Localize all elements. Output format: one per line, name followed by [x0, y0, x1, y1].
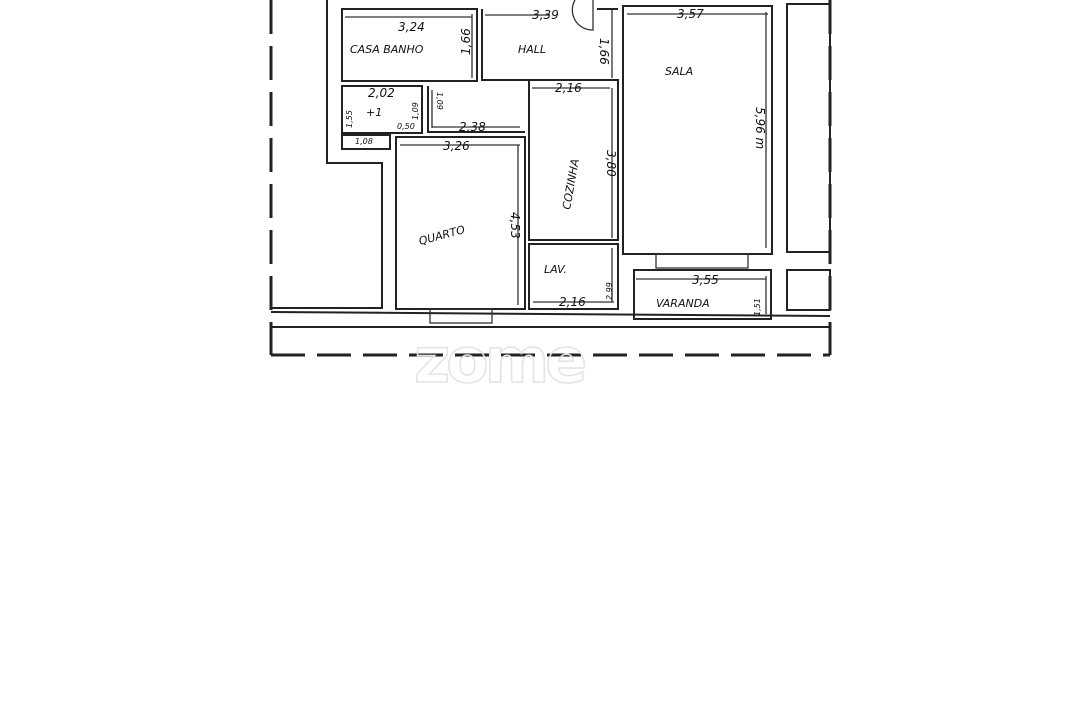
dim-hall-height: 1,66	[597, 38, 611, 65]
watermark-logo: zome	[414, 324, 585, 397]
dim-corridor-height: 1,09	[435, 92, 444, 110]
dim-wc-bottom: 1,08	[355, 137, 373, 146]
room-label-varanda: VARANDA	[656, 297, 710, 310]
dim-hall-width: 3,39	[532, 8, 559, 22]
dim-quarto-width: 3,26	[443, 139, 470, 153]
room-label-quarto: QUARTO	[417, 223, 466, 248]
room-walls	[341, 0, 773, 324]
dim-casa-banho-width: 3,24	[398, 20, 425, 34]
dim-varanda-width: 3,55	[692, 273, 719, 287]
room-label-lavandaria: LAV.	[544, 263, 567, 276]
dim-lav-width: 2,16	[559, 295, 586, 309]
door-swing	[571, 0, 594, 31]
dimension-lines	[345, 10, 768, 314]
dim-wc-width: 2,02	[368, 86, 395, 100]
exterior-walls	[270, 0, 831, 328]
dim-varanda-height: 1,51	[753, 298, 762, 316]
dim-lav-height: 2,99	[605, 282, 614, 300]
dim-quarto-height: 4,53	[508, 212, 522, 239]
dim-corridor-width: 2,38	[459, 120, 486, 134]
dim-wc-small-2: 0,50	[397, 122, 415, 131]
room-label-cozinha: COZINHA	[560, 158, 582, 211]
dim-cozinha-height: 3,80	[604, 150, 618, 177]
room-label-casa-banho: CASA BANHO	[350, 43, 424, 56]
room-label-wc: +1	[366, 106, 382, 119]
room-label-hall: HALL	[518, 43, 546, 56]
dim-sala-width: 3,57	[677, 7, 704, 21]
dim-wc-height: 1,55	[345, 110, 354, 128]
dim-wc-small-1: 1,09	[411, 102, 420, 120]
dim-casa-banho-height: 1,66	[459, 28, 473, 55]
dim-cozinha-width: 2,16	[555, 81, 582, 95]
dim-sala-height: 5,96 m	[753, 107, 767, 149]
room-label-sala: SALA	[665, 65, 693, 78]
